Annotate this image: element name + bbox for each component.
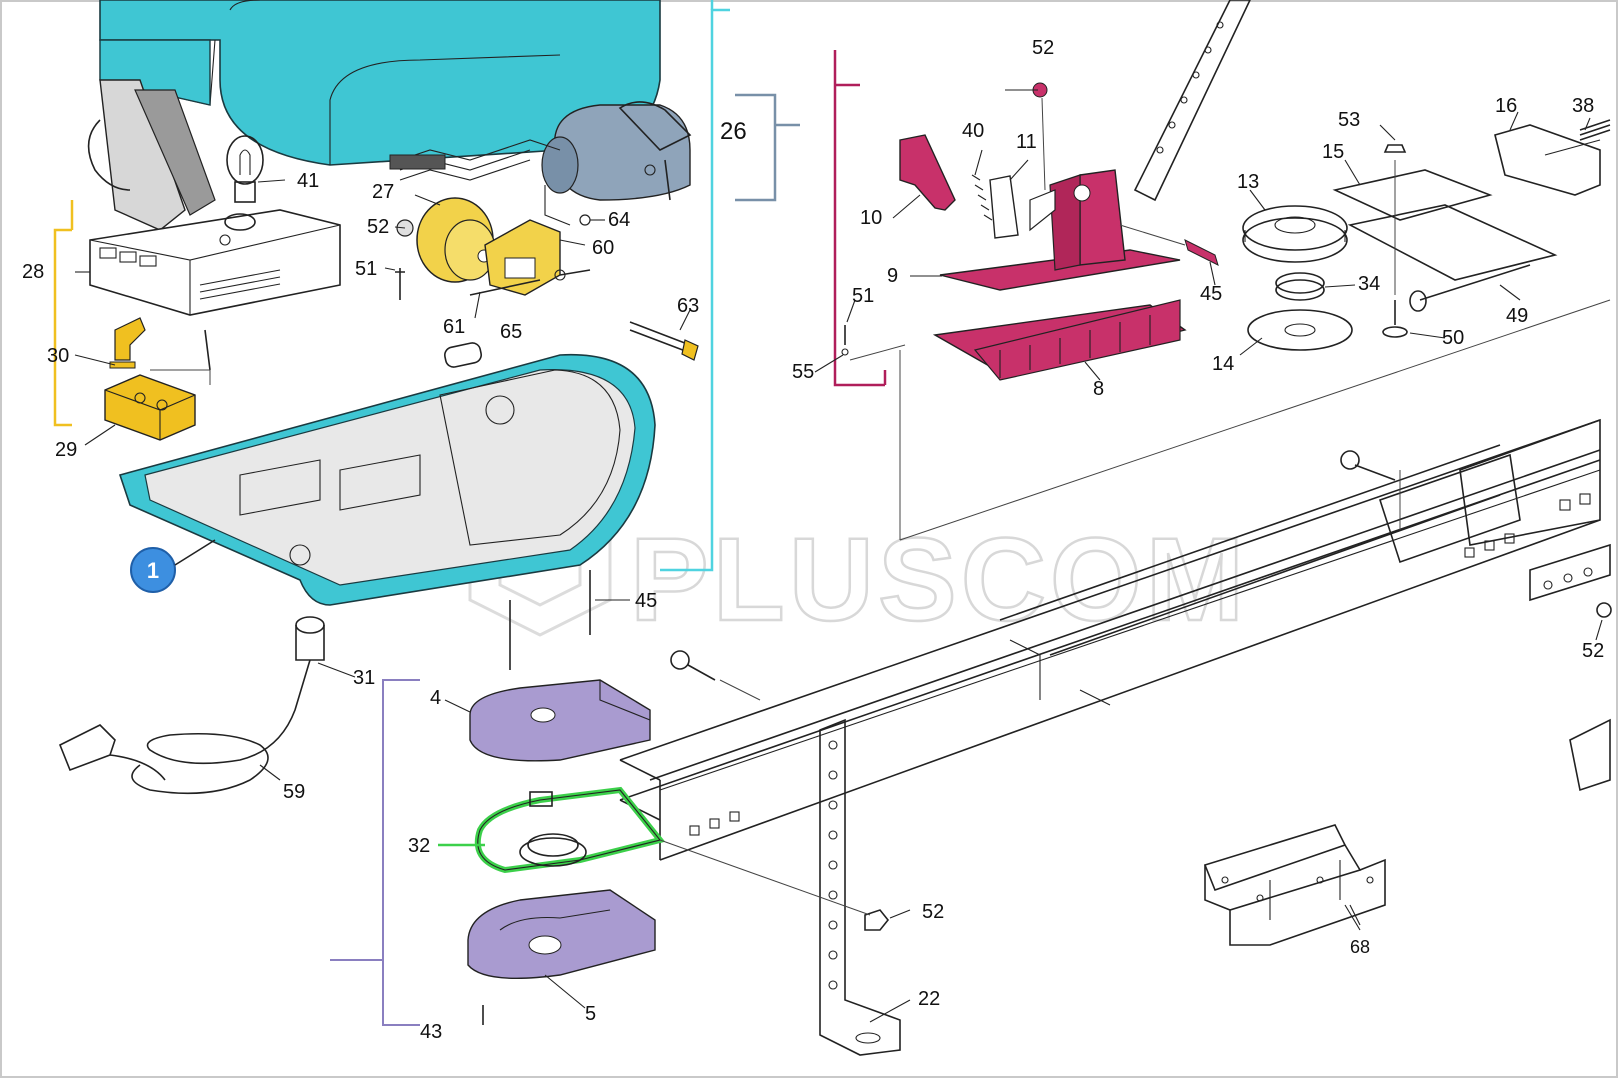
plate-5 (467, 889, 656, 1025)
label-43: 43 (420, 1021, 442, 1043)
hanger-strip-22 (819, 718, 901, 1056)
label-52a: 52 (367, 216, 389, 238)
label-55: 55 (792, 361, 814, 383)
label-8: 8 (1093, 378, 1104, 400)
gear-motor-27 (395, 197, 591, 300)
label-32: 32 (408, 835, 430, 857)
part-number-labels: 41 28 30 29 27 52 51 61 64 60 26 63 65 4… (22, 37, 1604, 1043)
label-52b: 52 (1032, 37, 1054, 59)
rail-track (619, 0, 1612, 861)
label-45a: 45 (635, 590, 657, 612)
label-22: 22 (918, 988, 940, 1010)
label-53: 53 (1338, 109, 1360, 131)
highlight-badge: 1 (130, 539, 216, 593)
label-60: 60 (592, 237, 614, 259)
label-50: 50 (1442, 327, 1464, 349)
group-brackets (53, 0, 887, 1026)
label-65: 65 (500, 321, 522, 343)
label-61: 61 (443, 316, 465, 338)
label-27: 27 (372, 181, 394, 203)
label-5: 5 (585, 1003, 596, 1025)
label-14: 14 (1212, 353, 1234, 375)
label-52d: 52 (922, 901, 944, 923)
watermark: PLUSCOM (468, 483, 1248, 647)
carriage-assembly (841, 82, 1219, 381)
label-26: 26 (720, 118, 747, 145)
label-52c: 52 (1582, 640, 1604, 662)
label-10: 10 (860, 207, 882, 229)
motor-26 (389, 101, 692, 226)
label-59: 59 (283, 781, 305, 803)
housing-cover (99, 0, 661, 166)
nut-52-strip (659, 839, 890, 931)
label-30: 30 (47, 345, 69, 367)
base-plate-1 (118, 353, 656, 606)
label-68: 68 (1350, 937, 1370, 957)
terminal-30-29 (104, 317, 211, 441)
label-9: 9 (887, 265, 898, 287)
bolt-45-left (509, 570, 591, 670)
bolt-rail (670, 650, 761, 701)
chain-32 (474, 786, 666, 874)
pulley-assembly-right (1242, 119, 1611, 351)
lamp-41 (226, 135, 264, 203)
badge-number: 1 (147, 558, 159, 583)
label-51b: 51 (852, 285, 874, 307)
label-34: 34 (1358, 273, 1380, 295)
label-29: 29 (55, 439, 77, 461)
label-41: 41 (297, 170, 319, 192)
label-15: 15 (1322, 141, 1344, 163)
label-64: 64 (608, 209, 630, 231)
control-box-28 (89, 209, 341, 316)
leader-lines (74, 89, 1603, 1023)
chassis-left (87, 79, 216, 231)
label-16: 16 (1495, 95, 1517, 117)
label-49: 49 (1506, 305, 1528, 327)
power-cord-31-59 (58, 616, 325, 795)
label-28: 28 (22, 261, 44, 283)
bracket-68 (1203, 824, 1386, 946)
label-31: 31 (353, 667, 375, 689)
label-45b: 45 (1200, 283, 1222, 305)
watermark-text: PLUSCOM (630, 514, 1248, 646)
label-13: 13 (1237, 171, 1259, 193)
label-38: 38 (1572, 95, 1594, 117)
plate-4 (469, 679, 651, 762)
label-4: 4 (430, 687, 441, 709)
label-11: 11 (1016, 131, 1037, 153)
label-63: 63 (677, 295, 699, 317)
pin-65-bolt-63 (444, 321, 699, 368)
label-40: 40 (962, 120, 984, 142)
label-51a: 51 (355, 258, 377, 280)
